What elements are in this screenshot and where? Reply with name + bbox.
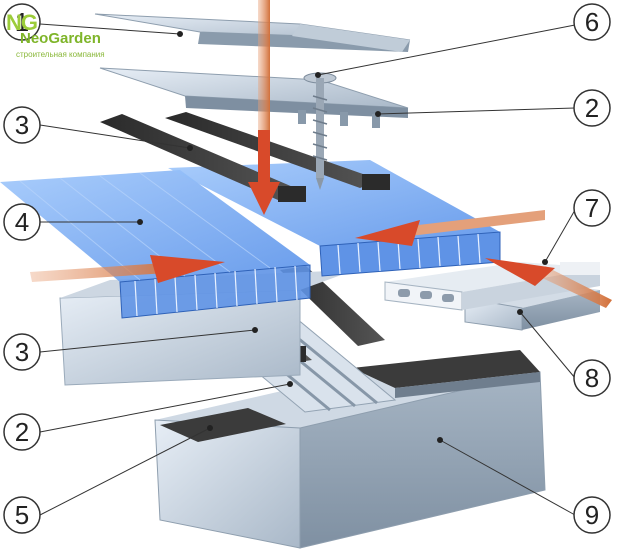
leader-dots [137, 31, 548, 443]
part-6-screw [303, 72, 337, 190]
leader-lines [39, 23, 576, 516]
callout-3-bottom: 3 [3, 333, 41, 371]
callout-5: 5 [3, 496, 41, 534]
callout-8: 8 [573, 359, 611, 397]
callout-9-label: 9 [585, 500, 599, 530]
part-1-top-cover [94, 13, 411, 52]
arrow-left-lower [485, 258, 612, 308]
arrow-down [248, 0, 280, 215]
logo-mark: NG [6, 10, 38, 35]
callout-6-label: 6 [585, 7, 599, 37]
callout-6: 6 [573, 3, 611, 41]
callout-2-top: 2 [573, 89, 611, 127]
callout-9: 9 [573, 496, 611, 534]
callout-2-bottom: 2 [3, 413, 41, 451]
arrow-left-upper [355, 210, 545, 246]
logo-brand: NeoGarden [20, 30, 101, 47]
callout-3-top-label: 3 [15, 110, 29, 140]
callout-3-top: 3 [3, 106, 41, 144]
callout-1-label: 1 [15, 7, 29, 37]
part-2-clamp-profile [99, 67, 409, 128]
callout-4: 4 [3, 203, 41, 241]
callout-5-label: 5 [15, 500, 29, 530]
callout-7-label: 7 [585, 193, 599, 223]
callout-2-top-label: 2 [585, 93, 599, 123]
neogarden-logo: NG NeoGarden строительная компания [6, 4, 106, 74]
callout-4-label: 4 [15, 207, 29, 237]
callout-2-bottom-label: 2 [15, 417, 29, 447]
callout-7: 7 [573, 189, 611, 227]
logo-subtitle: строительная компания [16, 50, 105, 59]
callout-1: 1 [3, 3, 41, 41]
callout-8-label: 8 [585, 363, 599, 393]
arrow-right [30, 255, 225, 283]
part-3-seal-top [100, 112, 390, 202]
callout-3-bottom-label: 3 [15, 337, 29, 367]
part-9-main-beam [154, 350, 546, 549]
